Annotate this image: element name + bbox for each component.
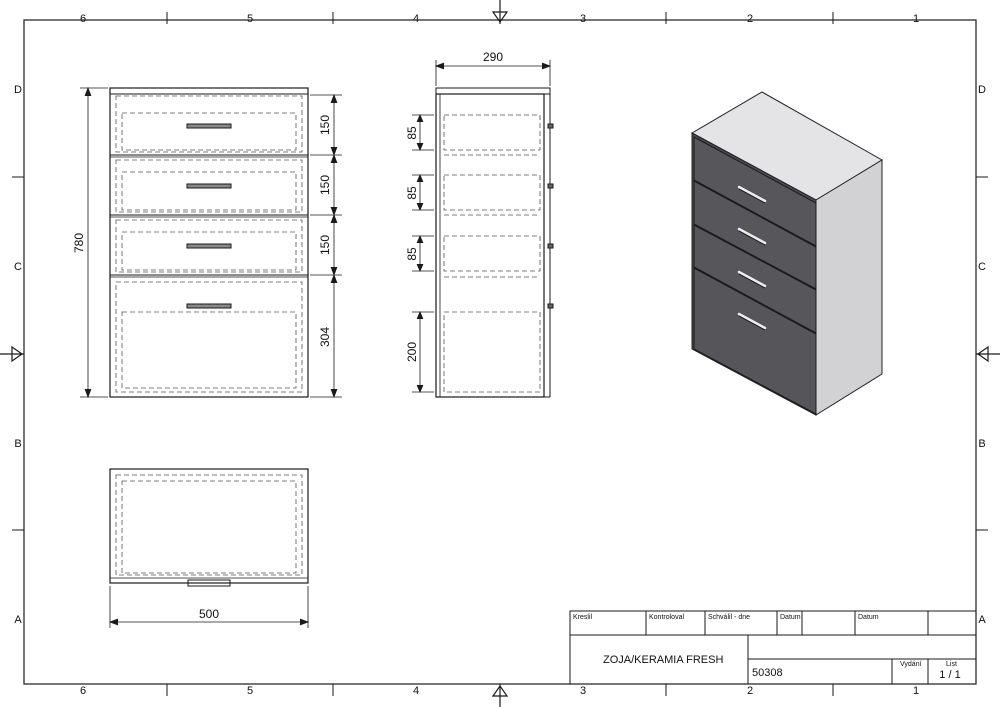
row-label-right: C	[978, 261, 986, 273]
title-block-datum-label: Datum	[780, 614, 801, 621]
column-label-bottom: 2	[747, 685, 753, 697]
title-block	[569, 610, 977, 685]
column-label-bottom: 3	[580, 685, 586, 697]
row-label-right: D	[978, 84, 986, 96]
dim-side-drawer-4: 200	[405, 342, 419, 362]
title-block-list-label: List	[946, 661, 957, 668]
drawing-number: 50308	[752, 667, 783, 679]
column-label-top: 3	[580, 13, 586, 25]
row-label-right: A	[978, 614, 986, 626]
row-label-left: B	[14, 438, 21, 450]
dim-front-drawer-1: 150	[318, 115, 332, 135]
column-label-top: 2	[747, 13, 753, 25]
column-label-bottom: 4	[413, 685, 419, 697]
dim-side-drawer-1: 85	[405, 126, 419, 140]
sheet-ticks	[12, 12, 988, 696]
row-label-right: B	[978, 438, 985, 450]
column-label-bottom: 1	[913, 685, 919, 697]
dim-side-depth: 290	[483, 50, 503, 64]
column-label-top: 4	[413, 13, 419, 25]
dim-front-height: 780	[72, 233, 86, 253]
column-label-top: 6	[80, 13, 86, 25]
dim-front-drawer-3: 150	[318, 235, 332, 255]
column-label-bottom: 6	[80, 685, 86, 697]
drawing-title: ZOJA/KERAMIA FRESH	[603, 654, 723, 666]
column-label-top: 1	[913, 13, 919, 25]
dim-side-drawer-3: 85	[405, 247, 419, 261]
side-view	[412, 60, 554, 398]
top-view	[108, 468, 310, 628]
title-block-datum-label: Datum	[858, 614, 879, 621]
row-label-left: A	[14, 614, 22, 626]
sheet-number: 1 / 1	[939, 669, 960, 681]
isometric-view	[690, 91, 883, 416]
title-block-kreslil-label: Kreslil	[573, 614, 593, 621]
column-label-bottom: 5	[247, 685, 253, 697]
row-label-left: D	[14, 84, 22, 96]
title-block-vydani-label: Vydání	[900, 661, 922, 668]
dim-front-drawer-4: 304	[318, 327, 332, 347]
row-label-left: C	[14, 261, 22, 273]
title-block-schvalil-label: Schválil - dne	[708, 614, 750, 621]
front-view	[80, 86, 342, 399]
title-block-kontroloval-label: Kontroloval	[649, 614, 684, 621]
column-label-top: 5	[247, 13, 253, 25]
dim-front-drawer-2: 150	[318, 175, 332, 195]
dim-top-width: 500	[199, 607, 219, 621]
dim-side-drawer-2: 85	[405, 186, 419, 200]
